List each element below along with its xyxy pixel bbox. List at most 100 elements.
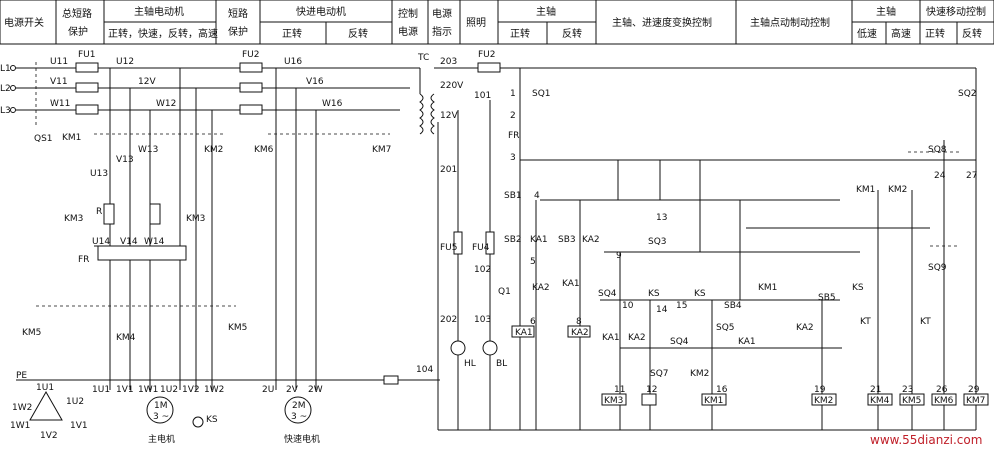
coil-ka1: KA1 [515, 328, 533, 338]
label-n2: 2 [510, 111, 516, 121]
header-spindle-rev: 反转 [562, 27, 582, 40]
header-spindle-fwd: 正转 [510, 27, 530, 40]
label-ka2-c: KA2 [628, 333, 646, 343]
label-n24: 24 [934, 171, 946, 181]
label-m1u2: 1U2 [160, 385, 178, 395]
coil-km7-box [963, 393, 989, 406]
coil-km1: KM1 [704, 396, 723, 406]
coil-km2-box [811, 393, 837, 406]
label-kt2: KT [920, 317, 931, 327]
label-v12: 12V [440, 111, 458, 121]
label-n23: 23 [902, 385, 913, 395]
label-n14: 14 [656, 305, 668, 315]
label-n6: 6 [530, 317, 536, 327]
label-d1v1: 1V1 [70, 421, 88, 431]
header-power-switch: 电源开关 [4, 16, 44, 29]
label-d1w1: 1W1 [10, 421, 30, 431]
label-ka1-b: KA1 [562, 279, 580, 289]
label-v11: V11 [50, 77, 68, 87]
label-km2: KM2 [204, 145, 223, 155]
label-n3: 3 [510, 153, 516, 163]
label-fu4: FU4 [472, 243, 490, 253]
label-sb3: SB3 [558, 235, 576, 245]
label-sq4: SQ4 [598, 289, 617, 299]
label-v16: V16 [306, 77, 324, 87]
header-feed-rev: 反转 [348, 27, 368, 40]
label-m1w2: 1W2 [204, 385, 224, 395]
label-ka2-d: KA2 [796, 323, 814, 333]
header-high-speed: 高速 [891, 27, 911, 40]
label-m1: 1M [154, 401, 168, 411]
label-n12: 12 [646, 385, 657, 395]
label-sq3: SQ3 [648, 237, 667, 247]
label-n8: 8 [576, 317, 582, 327]
label-v12: 12V [138, 77, 156, 87]
header-speed-ctrl: 主轴、进速度变换控制 [612, 16, 712, 29]
label-u13: U13 [90, 169, 108, 179]
header-fast-move: 快速移动控制 [926, 5, 986, 18]
label-kt1: KT [860, 317, 871, 327]
label-d1v2: 1V2 [40, 431, 58, 441]
label-km3b: KM3 [186, 214, 205, 224]
label-ks2: KS [694, 289, 706, 299]
label-km2-r: KM2 [888, 185, 907, 195]
motor-2m [284, 396, 312, 424]
label-km2-c: KM2 [690, 369, 709, 379]
label-d1w2: 1W2 [12, 403, 32, 413]
label-tc: TC [417, 53, 429, 63]
label-ks3: KS [852, 283, 864, 293]
label-m1v1: 1V1 [116, 385, 134, 395]
label-n1: 1 [510, 89, 516, 99]
coil-kt-box [641, 393, 657, 406]
label-m2w: 2W [308, 385, 323, 395]
header-fast-fwd: 正转 [925, 27, 945, 40]
label-ka2-a: KA2 [582, 235, 600, 245]
header-main-protect-2: 保护 [68, 25, 88, 38]
label-sb5: SB5 [818, 293, 836, 303]
label-km3: KM3 [64, 214, 83, 224]
label-n201: 201 [440, 165, 457, 175]
label-hl: HL [464, 359, 476, 369]
spindle-power-section: KM1 KM2 V13 W13 U13 KM3 KM3 R U14 V14 W1… [10, 68, 440, 445]
label-sq1: SQ1 [532, 89, 551, 99]
label-m1b: 3 ~ [153, 412, 169, 422]
label-qs1: QS1 [34, 134, 53, 144]
header-main-protect-1: 总短路 [62, 7, 92, 20]
header-spindle: 主轴 [536, 5, 556, 18]
lamp-bl [482, 340, 498, 356]
header-ctrl-power-2: 电源 [398, 25, 418, 38]
label-q1: Q1 [498, 287, 511, 297]
label-r: R [96, 207, 102, 217]
label-l2: L2 [0, 84, 11, 94]
supply-lines: L1 L2 L3 QS1 U11 V11 W11 FU1 U12 12V W12 [0, 50, 420, 144]
coil-km1-box [701, 393, 727, 406]
header-power-ind-1: 电源 [432, 7, 452, 20]
label-fr: FR [78, 255, 89, 265]
header-low-speed: 低速 [857, 27, 877, 40]
label-n29: 29 [968, 385, 980, 395]
watermark: www.55dianzi.com [870, 433, 982, 447]
label-sb4: SB4 [724, 301, 742, 311]
label-n15: 15 [676, 301, 687, 311]
label-sq8: SQ8 [928, 145, 947, 155]
coil-km3-box [601, 393, 627, 406]
label-w11: W11 [50, 99, 70, 109]
coil-km5-box [899, 393, 925, 406]
header-lighting: 照明 [466, 17, 486, 29]
label-n103: 103 [474, 315, 491, 325]
label-km4: KM4 [116, 333, 136, 343]
label-v14: V14 [120, 237, 138, 247]
label-main-motor: 主电机 [148, 433, 175, 445]
control-circuit: 1 2 3 4 5 6 8 9 10 11 12 13 14 15 16 19 … [504, 68, 980, 430]
label-n19: 19 [814, 385, 826, 395]
label-sq4b: SQ4 [670, 337, 689, 347]
label-ka1-d: KA1 [738, 337, 756, 347]
label-ks: KS [206, 415, 218, 425]
label-n5: 5 [530, 257, 536, 267]
coil-km7: KM7 [966, 396, 985, 406]
label-u11: U11 [50, 57, 68, 67]
label-n202: 202 [440, 315, 457, 325]
header-spindle-motor-2: 正转，快速，反转，高速 [108, 27, 218, 40]
label-fu2b: FU2 [478, 50, 496, 60]
